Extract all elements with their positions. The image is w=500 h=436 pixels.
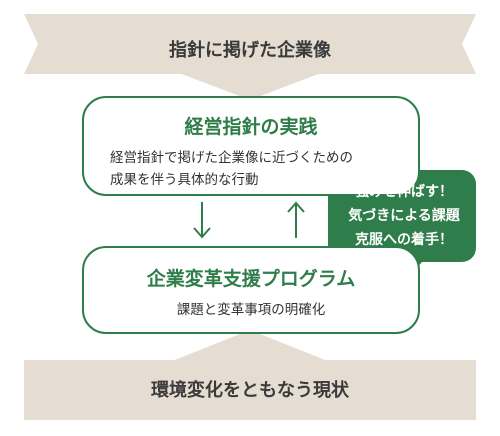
arrow-down-icon — [193, 202, 211, 239]
bottom-banner-text: 環境変化をともなう現状 — [151, 380, 349, 401]
program-subtitle: 課題と変革事項の明確化 — [176, 302, 326, 318]
bottom-banner-chevron — [24, 330, 476, 420]
bubble-line-1: 強みを伸ばす！ — [355, 184, 453, 200]
bubble-line-3: 克服への着手！ — [355, 232, 453, 248]
program-box: 企業変革支援プログラム 課題と変革事項の明確化 — [82, 246, 420, 334]
practice-box: 経営指針の実践 経営指針で掲げた企業像に近づくための 成果を伴う具体的な行動 — [82, 96, 420, 196]
practice-title: 経営指針の実践 — [184, 116, 318, 138]
program-title: 企業変革支援プログラム — [146, 268, 356, 290]
top-banner-chevron — [24, 14, 476, 100]
practice-line-2: 成果を伴う具体的な行動 — [110, 172, 259, 188]
arrow-up-icon — [287, 201, 305, 238]
practice-line-1: 経営指針で掲げた企業像に近づくための — [110, 150, 353, 166]
top-banner-text: 指針に掲げた企業像 — [169, 40, 331, 61]
bubble-text: 強みを伸ばす！ 気づきによる課題 克服への着手！ — [336, 180, 472, 252]
bubble-line-2: 気づきによる課題 — [348, 208, 460, 224]
